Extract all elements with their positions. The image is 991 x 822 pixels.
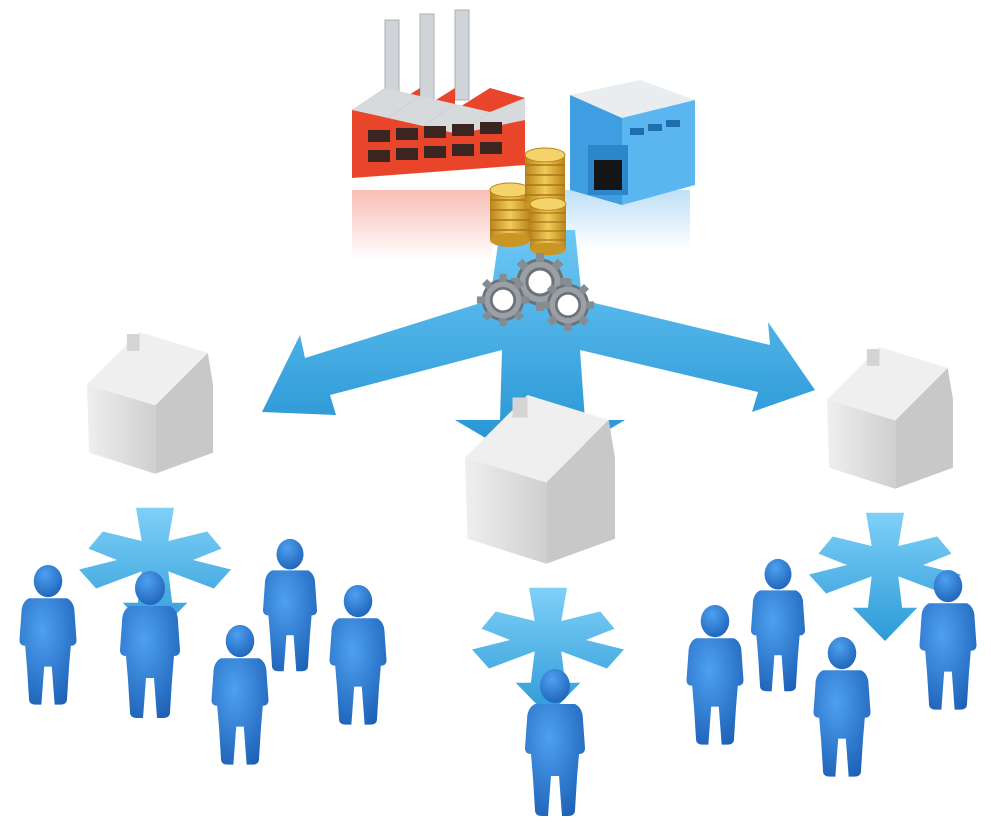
person-icon — [919, 569, 977, 710]
person-icon — [751, 558, 805, 692]
person-icon — [211, 624, 269, 765]
person-icon — [263, 538, 317, 672]
person-icon — [813, 636, 871, 777]
distribution-arrow-icon — [262, 230, 815, 470]
person-icon — [120, 571, 180, 718]
house-icon — [827, 347, 953, 489]
person-icon — [19, 564, 77, 705]
warehouse-icon — [570, 80, 695, 205]
factory-icon — [352, 9, 525, 178]
person-icon — [686, 604, 744, 745]
person-icon — [329, 584, 387, 725]
house-icon — [87, 332, 213, 474]
